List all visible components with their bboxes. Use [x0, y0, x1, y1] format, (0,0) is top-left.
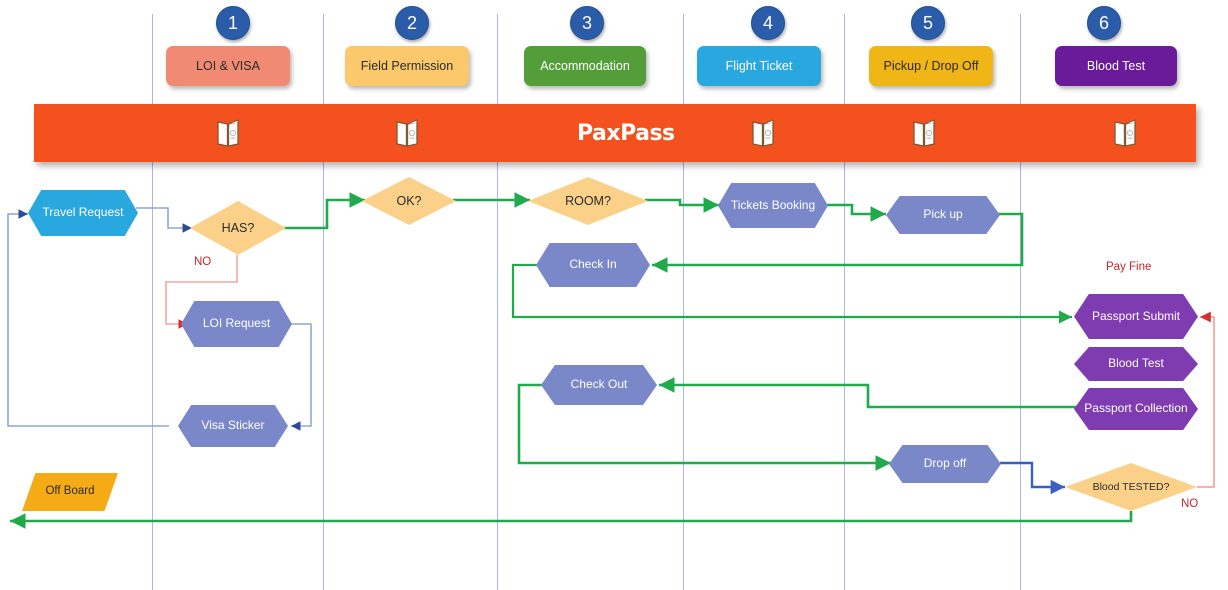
step-badge-2[interactable]: 2: [395, 6, 429, 40]
passport-booklet-icon: [913, 119, 935, 147]
node-has-decision[interactable]: HAS?: [190, 201, 286, 255]
edge-label-no-has: NO: [194, 256, 212, 268]
node-drop-off[interactable]: Drop off: [889, 445, 1001, 483]
step-badge-6[interactable]: 6: [1087, 6, 1121, 40]
passport-booklet-icon: [752, 119, 774, 147]
lane-divider-5: [844, 14, 845, 590]
step-box-loi-visa[interactable]: LOI & VISA: [166, 46, 290, 86]
node-loi-request[interactable]: LOI Request: [181, 301, 292, 347]
step-badge-5[interactable]: 5: [911, 6, 945, 40]
step-box-flight-ticket[interactable]: Flight Ticket: [697, 46, 821, 86]
passport-booklet-icon: [396, 119, 418, 147]
node-blood-test[interactable]: Blood Test: [1074, 347, 1198, 381]
edge-label-pay-fine: Pay Fine: [1106, 261, 1152, 273]
node-off-board[interactable]: Off Board: [22, 473, 118, 511]
step-box-blood-test[interactable]: Blood Test: [1055, 46, 1177, 86]
node-visa-sticker[interactable]: Visa Sticker: [178, 405, 288, 447]
passport-booklet-icon: [1114, 119, 1136, 147]
node-pick-up[interactable]: Pick up: [886, 196, 1000, 234]
step-badge-4[interactable]: 4: [751, 6, 785, 40]
lane-divider-1: [152, 14, 153, 590]
paxpass-title: PaxPass: [577, 121, 675, 146]
step-box-field-permission[interactable]: Field Permission: [345, 46, 469, 86]
step-badge-1[interactable]: 1: [216, 6, 250, 40]
step-badge-3[interactable]: 3: [570, 6, 604, 40]
node-check-out[interactable]: Check Out: [541, 365, 657, 405]
lane-divider-6: [1020, 14, 1021, 590]
lane-divider-4: [683, 14, 684, 590]
node-travel-request[interactable]: Travel Request: [28, 190, 138, 236]
node-blood-tested-decision[interactable]: Blood TESTED?: [1065, 463, 1197, 511]
node-check-in[interactable]: Check In: [536, 243, 650, 287]
node-passport-collection[interactable]: Passport Collection: [1074, 388, 1198, 430]
node-passport-submit[interactable]: Passport Submit: [1074, 294, 1198, 339]
node-room-decision[interactable]: ROOM?: [528, 177, 648, 225]
lane-divider-2: [323, 14, 324, 590]
passport-booklet-icon: [217, 119, 239, 147]
step-box-pickup-dropoff[interactable]: Pickup / Drop Off: [869, 46, 993, 86]
node-ok-decision[interactable]: OK?: [362, 177, 456, 225]
node-tickets-booking[interactable]: Tickets Booking: [718, 183, 828, 228]
step-box-accommodation[interactable]: Accommodation: [524, 46, 646, 86]
lane-divider-3: [497, 14, 498, 590]
edge-label-no-blood: NO: [1181, 498, 1199, 510]
